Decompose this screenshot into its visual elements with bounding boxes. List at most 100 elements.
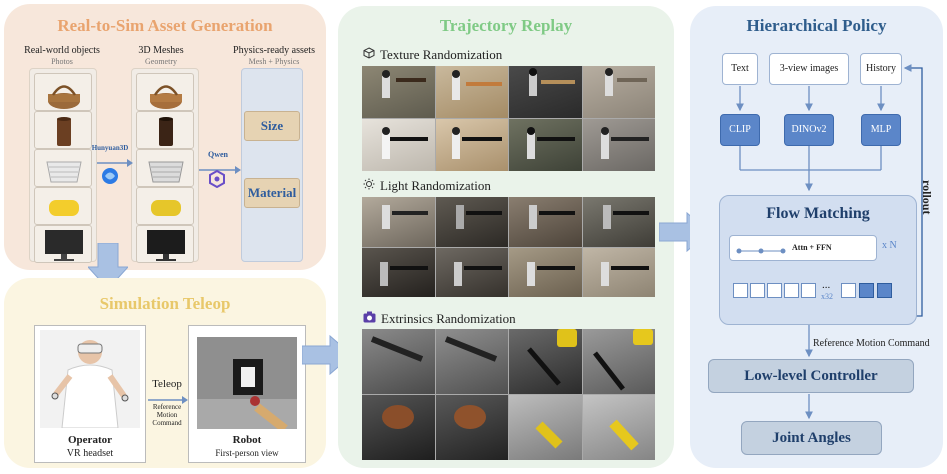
robot-label: Robot: [232, 434, 262, 446]
teleop-arrow-sub2: Motion: [156, 411, 178, 419]
extrinsics-section-text: Extrinsics Randomization: [381, 311, 516, 326]
operator-sub: VR headset: [66, 448, 114, 459]
col-physics-sub: Mesh + Physics: [248, 57, 300, 66]
teleop-arrow-label: Teleop: [152, 378, 182, 390]
texture-cell-5: [362, 119, 435, 171]
photo-cup: [34, 111, 92, 149]
light-cell-4: [582, 197, 655, 247]
light-cell-8: [582, 247, 655, 297]
texture-cell-2: [435, 66, 508, 118]
mesh-sponge: [136, 187, 194, 225]
extrinsics-cell-2: [435, 329, 508, 394]
texture-section-text: Texture Randomization: [380, 47, 503, 62]
flow-matching-title: Flow Matching: [766, 205, 870, 222]
size-property: Size: [244, 111, 300, 141]
qwen-logo-icon: [208, 169, 226, 193]
mesh-cup: [136, 111, 194, 149]
asset-generation-title: Real-to-Sim Asset Generation: [57, 16, 273, 35]
sun-icon: [363, 178, 375, 194]
token-2: [750, 283, 765, 298]
arrow-to-meshes: [97, 155, 133, 173]
light-cell-5: [362, 247, 435, 297]
extrinsics-cell-1: [362, 329, 435, 394]
extrinsics-cell-6: [435, 395, 508, 460]
texture-cell-4: [582, 66, 655, 118]
token-out-2: [877, 283, 892, 298]
photo-basket: [34, 73, 92, 111]
col-physics-title: Physics-ready assets: [233, 45, 315, 56]
texture-grid: [362, 66, 655, 171]
light-cell-1: [362, 197, 435, 247]
attn-ffn-label: Attn + FFN: [792, 243, 832, 252]
operator-label: Operator: [68, 434, 112, 446]
token-6: [841, 283, 856, 298]
texture-cell-6: [435, 119, 508, 171]
extrinsics-cell-4: [582, 329, 655, 394]
hunyuan-label: Hunyuan3D: [91, 144, 129, 152]
col-real-objects-title: Real-world objects: [24, 45, 100, 56]
token-3: [767, 283, 782, 298]
robot-sub: First-person view: [215, 448, 279, 458]
token-1: [733, 283, 748, 298]
extrinsics-grid: [362, 329, 655, 460]
light-cell-2: [435, 197, 508, 247]
extrinsics-cell-7: [509, 395, 582, 460]
text-input-box: Text: [722, 53, 758, 85]
qwen-label: Qwen: [208, 150, 228, 159]
physics-column: [241, 68, 303, 262]
col-meshes-title: 3D Meshes: [138, 45, 184, 56]
hunyuan-logo-icon: [101, 167, 119, 190]
mesh-white-basket: [136, 149, 194, 187]
token-out-1: [859, 283, 874, 298]
light-section-label: Light Randomization: [363, 178, 491, 194]
light-grid: [362, 197, 655, 297]
light-cell-3: [509, 197, 582, 247]
teleop-arrow: [148, 392, 188, 410]
photo-monitor: [34, 225, 92, 263]
attn-ffn-box: [729, 235, 877, 261]
camera-icon: [363, 311, 376, 327]
teleop-title: Simulation Teleop: [99, 294, 231, 313]
texture-cell-3: [509, 66, 582, 118]
dinov2-encoder: DINOv2: [784, 114, 834, 146]
low-level-controller: Low-level Controller: [708, 359, 914, 393]
texture-section-label: Texture Randomization: [363, 47, 502, 63]
texture-cell-7: [509, 119, 582, 171]
cube-icon: [363, 47, 375, 63]
trajectory-replay-title: Trajectory Replay: [439, 16, 573, 35]
token-4: [784, 283, 799, 298]
rollout-label: rollout: [920, 180, 934, 215]
extrinsics-cell-8: [582, 395, 655, 460]
extrinsics-cell-5: [362, 395, 435, 460]
joint-angles: Joint Angles: [741, 421, 882, 455]
token-count: x32: [821, 292, 833, 301]
photo-sponge: [34, 187, 92, 225]
mesh-monitor: [136, 225, 194, 263]
teleop-arrow-sub1: Reference: [152, 403, 182, 411]
texture-cell-8: [582, 119, 655, 171]
material-property: Material: [244, 178, 300, 208]
repeat-n-label: x N: [882, 240, 897, 251]
col-real-objects-sub: Photos: [51, 57, 73, 66]
extrinsics-section-label: Extrinsics Randomization: [363, 311, 516, 327]
teleop-arrow-sub3: Command: [152, 419, 182, 427]
operator-photo: [40, 330, 140, 433]
mlp-encoder: MLP: [861, 114, 901, 146]
extrinsics-cell-3: [509, 329, 582, 394]
token-ellipsis: ...: [822, 279, 831, 291]
light-section-text: Light Randomization: [380, 178, 491, 193]
photo-white-basket: [34, 149, 92, 187]
texture-cell-1: [362, 66, 435, 118]
history-input-box: History: [860, 53, 902, 85]
token-5: [801, 283, 816, 298]
light-cell-7: [509, 247, 582, 297]
robot-view: [197, 337, 297, 434]
mesh-basket: [136, 73, 194, 111]
light-cell-6: [435, 247, 508, 297]
attn-chain-icon: [736, 243, 786, 261]
clip-encoder: CLIP: [720, 114, 760, 146]
col-meshes-sub: Geometry: [145, 57, 177, 66]
ref-motion-label: Reference Motion Command: [813, 338, 930, 349]
views-input-box: 3-view images: [769, 53, 849, 85]
hierarchical-policy-title: Hierarchical Policy: [746, 16, 887, 35]
